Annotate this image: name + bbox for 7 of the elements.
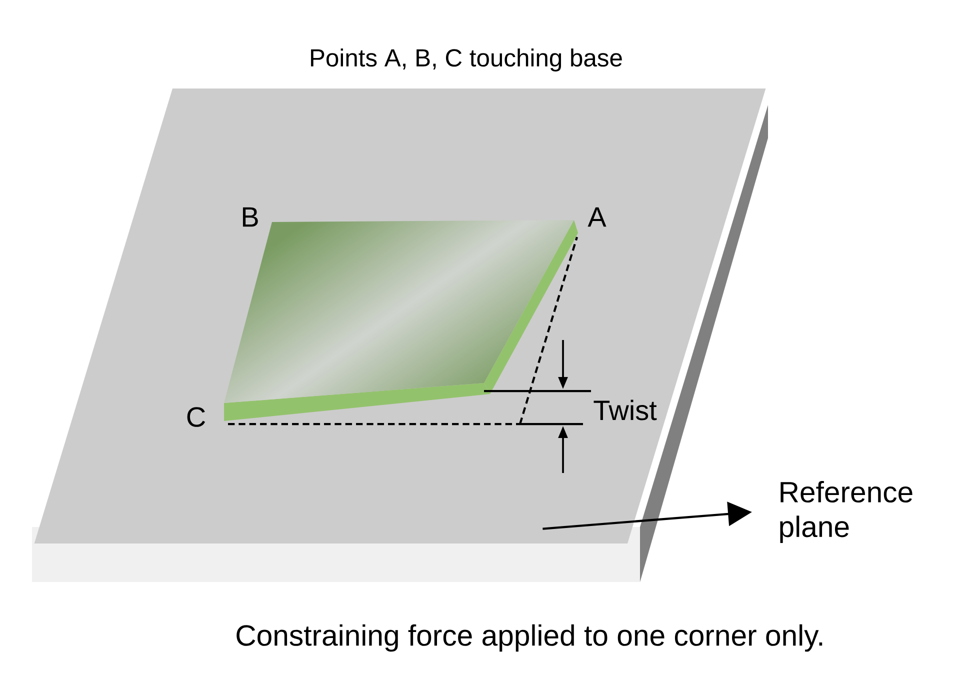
label-text: Reference plane: [780, 481, 912, 543]
title: Points A, B, C touching base: [311, 48, 622, 72]
point-label: C: [187, 407, 206, 427]
point-label: B: [242, 207, 258, 227]
point-label: A: [588, 207, 606, 227]
dimension-label: Twist: [594, 400, 657, 420]
caption: Constraining force applied to one corner only.: [236, 624, 822, 652]
